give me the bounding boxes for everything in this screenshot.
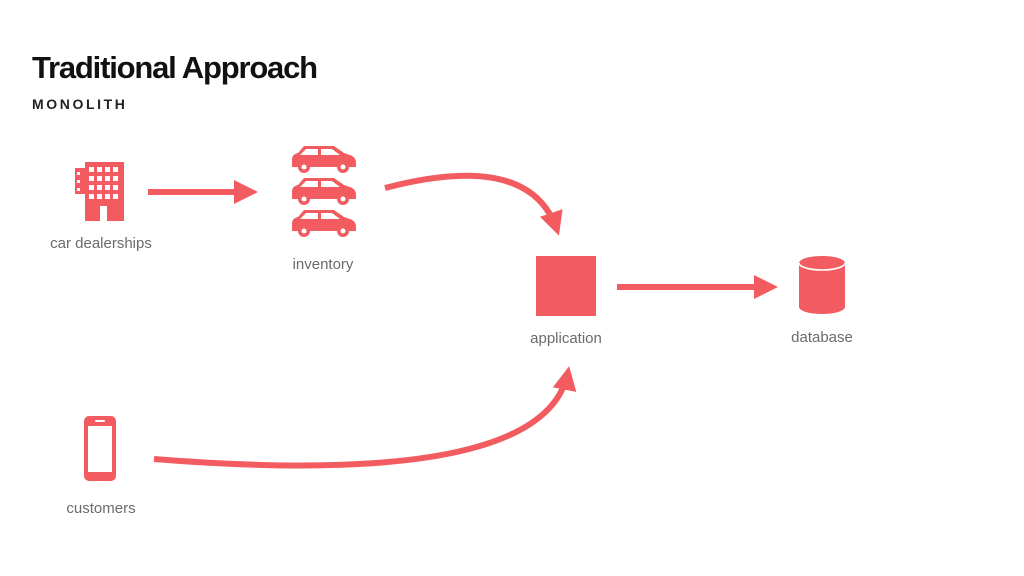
slide-title: Traditional Approach — [32, 50, 318, 85]
square-icon — [536, 256, 596, 316]
arrow-inventory-to-application — [384, 172, 563, 236]
building-icon — [75, 162, 124, 221]
label-car-dealerships: car dealerships — [50, 235, 152, 252]
label-application: application — [530, 330, 602, 347]
car-icon — [292, 146, 356, 173]
arrow-customers-to-application — [153, 366, 577, 469]
label-database: database — [791, 329, 853, 346]
car-icon — [292, 210, 356, 237]
database-icon — [798, 256, 846, 314]
label-inventory: inventory — [292, 256, 354, 273]
car-icon — [292, 178, 356, 205]
slide-subtitle: MONOLITH — [32, 96, 128, 112]
label-customers: customers — [66, 500, 136, 517]
phone-icon — [84, 416, 116, 481]
